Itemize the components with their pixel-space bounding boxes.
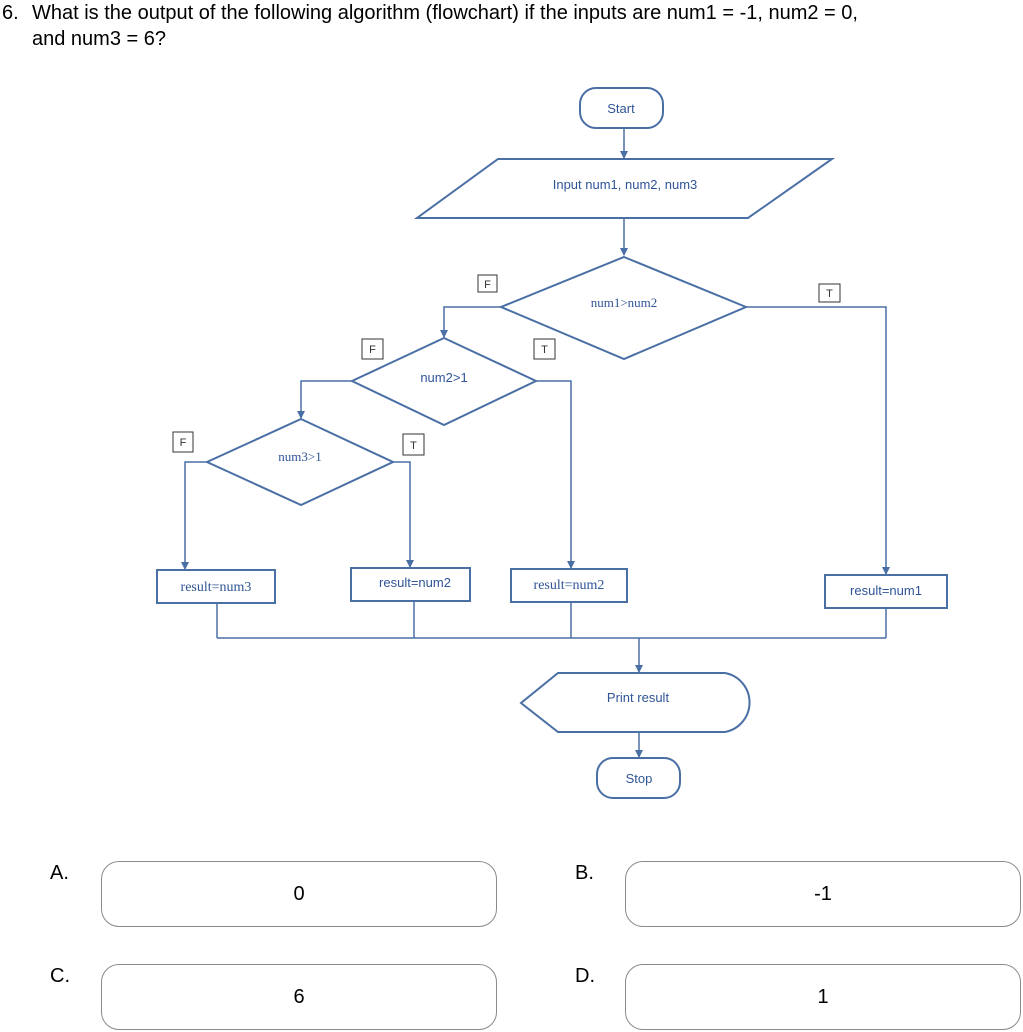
result-num1-label: result=num1: [850, 583, 922, 598]
result-num2-label-b: result=num2: [534, 578, 605, 593]
print-display-shape: [519, 672, 751, 733]
result-num2-box-b: [510, 568, 628, 603]
decision2-true-label-box: [533, 338, 556, 360]
decision3-true-label: T: [410, 440, 417, 452]
option-a-value: 0: [293, 882, 305, 905]
connector-decision3-true: [393, 461, 414, 568]
decision2-false-label: F: [369, 344, 376, 356]
result-num3-label: result=num3: [181, 580, 252, 595]
decision3-diamond: [204, 417, 396, 507]
decision1-false-label-box: [477, 274, 498, 293]
decision3-false-label: F: [180, 437, 187, 449]
stop-terminator: [596, 757, 681, 799]
option-b-letter: B.: [575, 862, 594, 884]
connector-decision1-false: [440, 306, 501, 338]
option-b-button[interactable]: -1: [625, 861, 1021, 927]
decision2-diamond: [349, 336, 539, 427]
option-d-button[interactable]: 1: [625, 964, 1021, 1030]
decision3-false-label-box: [172, 431, 194, 453]
decision1-true-label: T: [826, 288, 833, 300]
question-line-1: What is the output of the following algo…: [32, 2, 858, 24]
result-num2-box-a: [350, 567, 471, 602]
flowchart: F T F T F T Start Input num1, num2, num3…: [156, 87, 948, 799]
question-text: 6. What is the output of the following al…: [2, 0, 1022, 52]
decision1-label: num1>num2: [591, 295, 658, 310]
connector-decision2-true: [536, 380, 575, 569]
option-b-value: -1: [814, 882, 832, 905]
stop-label: Stop: [626, 771, 653, 786]
input-parallelogram: [413, 158, 836, 219]
option-a-button[interactable]: 0: [101, 861, 497, 927]
result-num3-box: [156, 569, 276, 604]
option-a-letter: A.: [50, 862, 69, 884]
connector-decision3-false: [181, 461, 207, 570]
option-d-value: 1: [817, 985, 829, 1008]
option-c-letter: C.: [50, 965, 70, 987]
connector-decision1-true: [746, 306, 890, 575]
option-c-value: 6: [293, 985, 305, 1008]
start-label: Start: [607, 101, 635, 116]
decision3-true-label-box: [402, 433, 425, 456]
result-num1-box: [824, 574, 948, 609]
option-c-button[interactable]: 6: [101, 964, 497, 1030]
decision2-false-label-box: [361, 338, 384, 360]
decision1-false-label: F: [484, 279, 491, 291]
print-label: Print result: [607, 690, 670, 705]
connector-decision2-false: [297, 380, 352, 419]
question-line-2: and num3 = 6?: [32, 28, 166, 50]
question-number: 6.: [2, 2, 19, 24]
decision2-label: num2>1: [420, 370, 467, 385]
decision2-true-label: T: [541, 344, 548, 356]
result-num2-label-a: result=num2: [379, 575, 451, 590]
input-label: Input num1, num2, num3: [553, 177, 698, 192]
decision1-diamond: [498, 255, 749, 361]
decision3-label: num3>1: [278, 449, 321, 464]
option-d-letter: D.: [575, 965, 595, 987]
decision1-true-label-box: [818, 283, 841, 303]
start-terminator: [579, 87, 664, 129]
